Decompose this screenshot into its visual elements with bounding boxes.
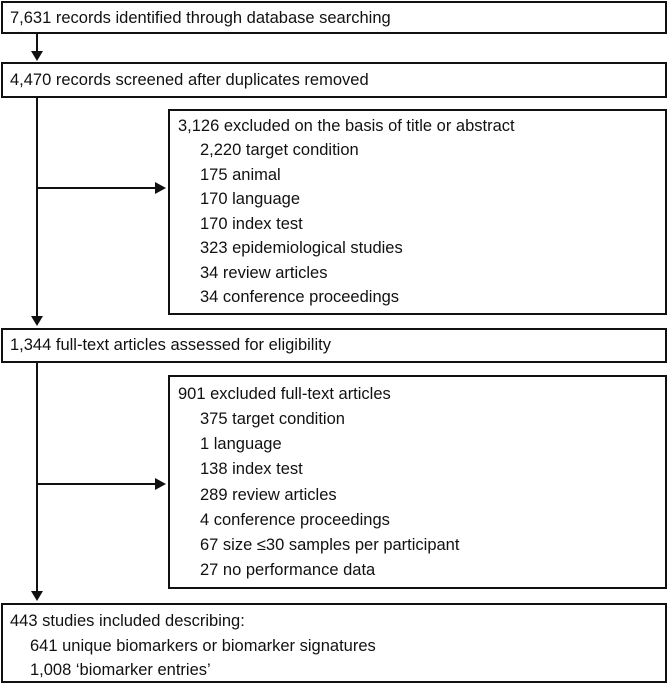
excluded-fulltext-item: 138 index test <box>200 460 303 478</box>
arrow-to-screened <box>31 51 43 61</box>
included-heading: 443 studies included describing: <box>10 612 245 630</box>
excluded-fulltext-heading: 901 excluded full-text articles <box>178 385 391 403</box>
excluded-fulltext-item: 289 review articles <box>200 486 337 504</box>
arrow-to-excluded-title <box>155 182 166 194</box>
excluded-title-item: 175 animal <box>200 166 281 184</box>
connector-identified-to-screened <box>36 33 38 54</box>
screened-box: 4,470 records screened after duplicates … <box>1 62 667 98</box>
excluded-fulltext-item: 4 conference proceedings <box>200 511 390 529</box>
screened-text: 4,470 records screened after duplicates … <box>10 71 369 89</box>
connector-fulltext-to-included <box>36 363 38 592</box>
connector-to-excluded-fulltext <box>36 483 156 485</box>
arrow-to-included <box>31 591 43 601</box>
excluded-title-item: 2,220 target condition <box>200 141 359 159</box>
arrow-to-fulltext <box>31 316 43 326</box>
fulltext-box: 1,344 full-text articles assessed for el… <box>1 328 667 363</box>
identified-box: 7,631 records identified through databas… <box>1 1 667 34</box>
excluded-title-item: 34 review articles <box>200 264 328 282</box>
included-box: 443 studies included describing: 641 uni… <box>1 603 667 683</box>
excluded-fulltext-box: 901 excluded full-text articles 375 targ… <box>168 375 667 589</box>
excluded-fulltext-item: 27 no performance data <box>200 561 376 579</box>
identified-text: 7,631 records identified through databas… <box>10 9 391 27</box>
included-item: 641 unique biomarkers or biomarker signa… <box>30 637 376 655</box>
excluded-title-heading: 3,126 excluded on the basis of title or … <box>178 117 515 135</box>
included-item: 1,008 ‘biomarker entries’ <box>30 661 211 679</box>
excluded-title-box: 3,126 excluded on the basis of title or … <box>168 109 667 315</box>
excluded-fulltext-item: 67 size ≤30 samples per participant <box>200 536 460 554</box>
excluded-title-item: 170 index test <box>200 215 303 233</box>
excluded-fulltext-item: 375 target condition <box>200 410 345 428</box>
excluded-title-item: 34 conference proceedings <box>200 288 400 306</box>
excluded-title-item: 323 epidemiological studies <box>200 239 403 257</box>
excluded-fulltext-item: 1 language <box>200 435 282 453</box>
connector-to-excluded-title <box>36 187 156 189</box>
arrow-to-excluded-fulltext <box>155 478 166 490</box>
fulltext-text: 1,344 full-text articles assessed for el… <box>10 336 331 354</box>
connector-screened-to-fulltext <box>36 98 38 316</box>
excluded-title-item: 170 language <box>200 190 301 208</box>
